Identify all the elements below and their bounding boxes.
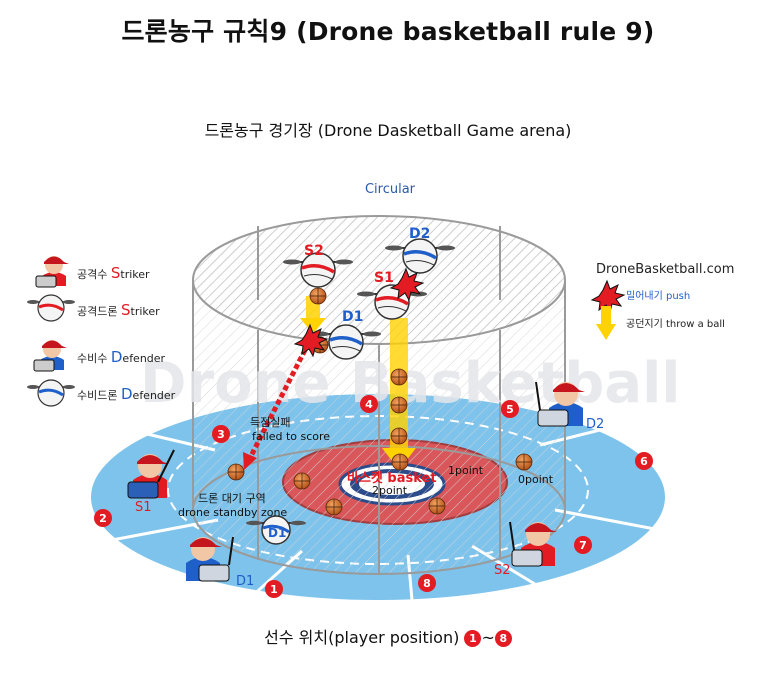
player-d2 bbox=[535, 381, 585, 427]
position-badge-2: 2 bbox=[99, 512, 107, 525]
player-s2-label: S2 bbox=[494, 563, 511, 578]
legend-label: 공격수 bbox=[77, 268, 111, 281]
legend-initial: S bbox=[110, 264, 121, 282]
watermark: Drone Basketball bbox=[140, 351, 680, 416]
position-badge-1: 1 bbox=[270, 583, 278, 596]
legend-rest: triker bbox=[120, 268, 150, 281]
push-burst-icon bbox=[389, 267, 425, 302]
footer-badge-end: 8 bbox=[494, 630, 512, 647]
drone-s1-label: S1 bbox=[374, 270, 394, 286]
legend-rest: efender bbox=[132, 389, 176, 402]
drone-d2-label: D2 bbox=[409, 226, 430, 242]
throw-legend-label: 공던지기 throw a ball bbox=[626, 319, 725, 330]
basket-label: 바스켓 basket bbox=[347, 470, 437, 486]
floor-ball bbox=[515, 453, 533, 471]
push-legend-icon bbox=[590, 279, 626, 314]
drone-d1-standby bbox=[246, 515, 306, 545]
falling-ball bbox=[390, 427, 408, 445]
floor-ball bbox=[428, 497, 446, 515]
drone-s2 bbox=[283, 252, 353, 288]
footer-range-sep: ~ bbox=[481, 628, 495, 647]
position-badge-8: 8 bbox=[423, 577, 431, 590]
drone-d1 bbox=[311, 324, 381, 360]
point0-label: 0point bbox=[518, 473, 554, 486]
arena-shape-label: Circular bbox=[364, 182, 416, 197]
footer-text: 선수 위치(player position) bbox=[264, 628, 465, 647]
point1-label: 1point bbox=[448, 464, 484, 477]
standby-en: drone standby zone bbox=[178, 506, 287, 519]
brand-label: DroneBasketball.com bbox=[596, 262, 735, 277]
falling-ball bbox=[390, 368, 408, 386]
push-legend-label: 밀어내기 push bbox=[626, 291, 691, 302]
legend-initial: D bbox=[110, 348, 123, 366]
drone-s2-ball bbox=[309, 287, 327, 305]
floor-ball bbox=[293, 472, 311, 490]
defender-pilot-icon bbox=[33, 340, 67, 372]
page-title: 드론농구 규칙9 (Drone basketball rule 9) bbox=[121, 17, 655, 46]
push-burst-icon bbox=[293, 323, 329, 358]
legend-defender-pilot: 수비수 Defender bbox=[77, 348, 165, 366]
failed-en: failed to score bbox=[252, 430, 330, 443]
drone-d1-label: D1 bbox=[342, 309, 363, 325]
player-d1-label: D1 bbox=[236, 574, 254, 589]
floor-ball bbox=[227, 463, 245, 481]
player-s2 bbox=[509, 521, 557, 567]
drone-s2-label: S2 bbox=[304, 243, 324, 259]
striker-pilot-icon bbox=[35, 256, 69, 288]
failed-shot-arrow bbox=[243, 348, 308, 470]
drone-d1-standby-label: D1 bbox=[268, 526, 286, 540]
throw-arrow bbox=[300, 296, 416, 470]
legend-defender-drone: 수비드론 Defender bbox=[77, 385, 175, 403]
player-s1 bbox=[127, 449, 175, 499]
defender-drone-icon bbox=[27, 379, 75, 407]
position-badge-6: 6 bbox=[640, 455, 648, 468]
falling-ball bbox=[391, 453, 409, 471]
falling-ball bbox=[390, 396, 408, 414]
player-position-caption: 선수 위치(player position) 1~8 bbox=[0, 624, 776, 648]
position-badge-7: 7 bbox=[579, 539, 587, 552]
legend-icons bbox=[27, 256, 75, 407]
position-badges: 1 2 3 4 5 6 7 8 bbox=[94, 395, 653, 598]
legend-label: 수비수 bbox=[77, 352, 111, 365]
legend-initial: D bbox=[120, 385, 133, 403]
legend-label: 수비드론 bbox=[77, 389, 121, 402]
arena-cage bbox=[192, 215, 566, 575]
failed-ko: 득점실패 bbox=[250, 416, 290, 429]
legend-label: 공격드론 bbox=[77, 305, 121, 318]
position-badge-3: 3 bbox=[217, 428, 225, 441]
legend-rest: triker bbox=[130, 305, 160, 318]
legend-striker-drone: 공격드론 Striker bbox=[77, 301, 160, 319]
standby-ko: 드론 대기 구역 bbox=[198, 492, 266, 505]
floor-ball bbox=[325, 498, 343, 516]
position-badge-5: 5 bbox=[506, 403, 514, 416]
legend-initial: S bbox=[120, 301, 131, 319]
player-d2-label: D2 bbox=[586, 417, 604, 432]
throw-legend-icon bbox=[596, 306, 616, 340]
legend-rest: efender bbox=[122, 352, 166, 365]
arena-subtitle: 드론농구 경기장 (Drone Dasketball Game arena) bbox=[204, 121, 572, 140]
footer-badge-start: 1 bbox=[464, 630, 482, 647]
legend-striker-pilot: 공격수 Striker bbox=[77, 264, 150, 282]
player-d1 bbox=[186, 536, 234, 582]
point2-label: 2point bbox=[372, 484, 408, 497]
position-badge-4: 4 bbox=[365, 398, 373, 411]
striker-drone-icon bbox=[27, 294, 75, 322]
drone-d2 bbox=[385, 238, 455, 274]
player-s1-label: S1 bbox=[135, 500, 152, 515]
